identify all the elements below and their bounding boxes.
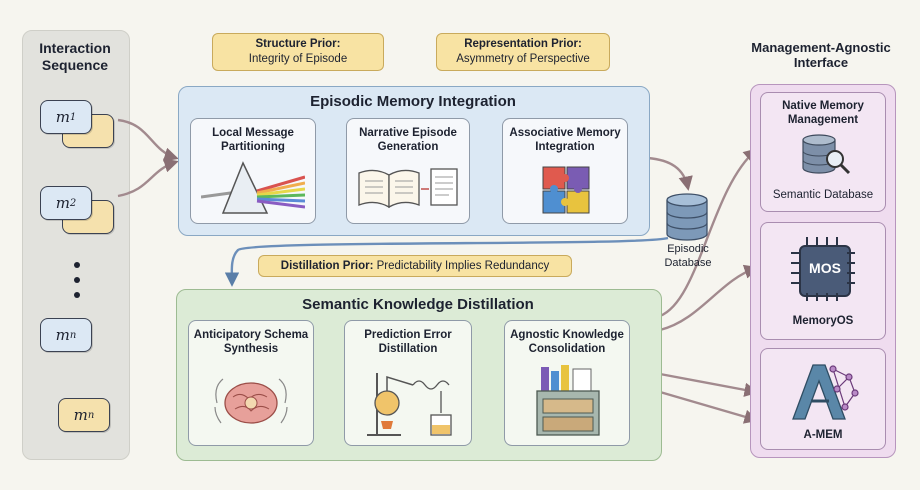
structure-prior-label: Structure Prior: Integrity of Episode <box>212 33 384 71</box>
archive-box-icon <box>536 365 600 436</box>
database-icon <box>666 193 708 241</box>
chip-pins-icon <box>791 237 855 301</box>
ellipsis-dot <box>74 262 80 268</box>
message-symbol: m <box>55 108 70 126</box>
representation-prior-text: Asymmetry of Perspective <box>456 53 590 65</box>
step-title: Prediction Error Distillation <box>364 329 452 355</box>
representation-prior-title: Representation Prior: <box>464 38 582 50</box>
step-title: Associative Memory Integration <box>509 127 621 153</box>
arrow-db-to-semantic <box>224 236 669 287</box>
arrow-to-native <box>659 148 759 318</box>
step-agnostic-knowledge-consolidation: Agnostic Knowledge Consolidation <box>504 320 630 446</box>
arrow-episodic-to-db <box>647 156 693 191</box>
prism-icon <box>201 161 305 214</box>
step-prediction-error-distillation: Prediction Error Distillation <box>344 320 472 446</box>
chip-icon: MOS <box>799 245 851 297</box>
message-index: n <box>87 409 95 421</box>
structure-prior-title: Structure Prior: <box>255 38 341 50</box>
ellipsis-dot <box>74 277 80 283</box>
episodic-database-label: Episodic Database <box>664 243 712 269</box>
amem-caption: A-MEM <box>803 429 843 441</box>
distillation-prior-label: Distillation Prior: Predictability Impli… <box>258 255 572 277</box>
step-narrative-episode-generation: Narrative Episode Generation <box>346 118 470 224</box>
arrow-to-memoryos <box>659 264 759 332</box>
distillation-prior-text: Predictability Implies Redundancy <box>376 260 550 272</box>
amem-card: A-MEM <box>760 348 886 450</box>
arrow-to-amem-2 <box>659 390 759 424</box>
native-memory-title: Native Memory Management <box>782 100 864 126</box>
message-symbol: m <box>55 194 70 212</box>
semantic-panel-title: Semantic Knowledge Distillation <box>302 296 534 313</box>
message-symbol: m <box>55 326 70 344</box>
arrow-m2-to-episodic <box>117 158 179 198</box>
distillation-apparatus-icon <box>367 373 452 436</box>
episodic-panel-title: Episodic Memory Integration <box>310 93 516 110</box>
native-memory-card: Native Memory Management Semantic Databa… <box>760 92 886 212</box>
database-search-icon <box>802 134 851 175</box>
amem-logo-icon <box>792 364 859 420</box>
step-anticipatory-schema-synthesis: Anticipatory Schema Synthesis <box>188 320 314 446</box>
structure-prior-text: Integrity of Episode <box>248 53 348 65</box>
native-memory-caption: Semantic Database <box>772 189 874 201</box>
step-title: Narrative Episode Generation <box>359 127 457 153</box>
message-index: 1 <box>69 111 77 123</box>
message-index: 2 <box>69 197 77 209</box>
management-agnostic-interface-title: Management-Agnostic Interface <box>751 40 891 70</box>
chip-label: MOS <box>809 260 841 276</box>
interaction-sequence-title: Interaction Sequence <box>39 40 111 73</box>
puzzle-icon <box>542 166 590 214</box>
representation-prior-label: Representation Prior: Asymmetry of Persp… <box>436 33 610 71</box>
arrow-to-amem <box>659 372 759 397</box>
brain-icon <box>214 378 288 424</box>
memoryos-caption: MemoryOS <box>792 315 854 327</box>
step-title: Agnostic Knowledge Consolidation <box>510 329 624 355</box>
memoryos-card: MOS MemoryOS <box>760 222 886 340</box>
book-to-document-icon <box>358 168 458 209</box>
step-title: Anticipatory Schema Synthesis <box>193 329 309 355</box>
message-symbol: m <box>73 406 88 424</box>
step-title: Local Message Partitioning <box>212 127 294 153</box>
step-associative-memory-integration: Associative Memory Integration <box>502 118 628 224</box>
step-local-message-partitioning: Local Message Partitioning <box>190 118 316 224</box>
ellipsis-dot <box>74 292 80 298</box>
arrow-m1-to-episodic <box>117 118 179 162</box>
message-index: n <box>69 329 77 341</box>
distillation-prior-title: Distillation Prior: <box>280 260 374 272</box>
